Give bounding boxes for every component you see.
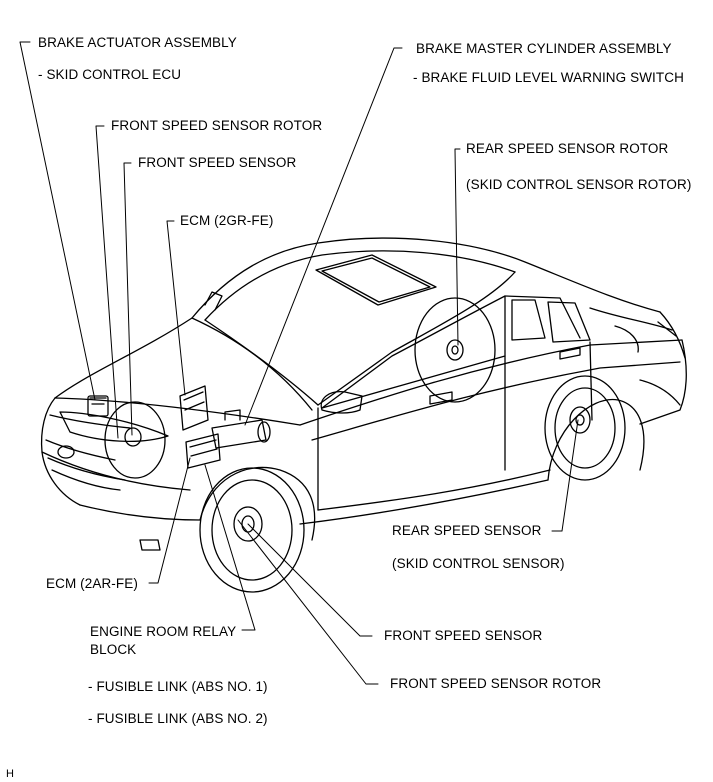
label-engine-room-relay: ENGINE ROOM RELAY (90, 624, 237, 639)
label-front-speed-sensor-bottom: FRONT SPEED SENSOR (384, 628, 543, 643)
label-ecm-2ar-fe: ECM (2AR-FE) (46, 576, 138, 591)
label-brake-actuator-assembly: BRAKE ACTUATOR ASSEMBLY (38, 35, 237, 50)
label-brake-fluid-level-switch: - BRAKE FLUID LEVEL WARNING SWITCH (413, 70, 684, 85)
label-rear-speed-sensor: REAR SPEED SENSOR (392, 523, 542, 538)
leader-lines (19, 41, 579, 685)
label-front-speed-sensor-rotor-top: FRONT SPEED SENSOR ROTOR (111, 118, 323, 133)
label-skid-control-sensor-rotor: (SKID CONTROL SENSOR ROTOR) (466, 177, 692, 192)
brake-actuator-part (87, 395, 109, 417)
label-skid-control-ecu: - SKID CONTROL ECU (38, 67, 182, 82)
label-front-speed-sensor-top: FRONT SPEED SENSOR (138, 155, 297, 170)
label-fusible-link-1: - FUSIBLE LINK (ABS NO. 1) (88, 679, 268, 694)
label-block: BLOCK (90, 642, 137, 657)
label-brake-master-cylinder: BRAKE MASTER CYLINDER ASSEMBLY (416, 41, 672, 56)
label-front-speed-sensor-rotor-bottom: FRONT SPEED SENSOR ROTOR (390, 676, 602, 691)
master-cylinder-part (211, 409, 271, 449)
label-ecm-2gr-fe: ECM (2GR-FE) (180, 213, 274, 228)
car-body (40, 237, 687, 593)
label-fusible-link-2: - FUSIBLE LINK (ABS NO. 2) (88, 711, 268, 726)
label-rear-speed-sensor-rotor: REAR SPEED SENSOR ROTOR (466, 141, 669, 156)
ecm-2ar-part (185, 433, 221, 469)
ecm-2gr-part (179, 385, 209, 431)
corner-mark: H (6, 768, 15, 780)
label-skid-control-sensor: (SKID CONTROL SENSOR) (392, 556, 565, 571)
